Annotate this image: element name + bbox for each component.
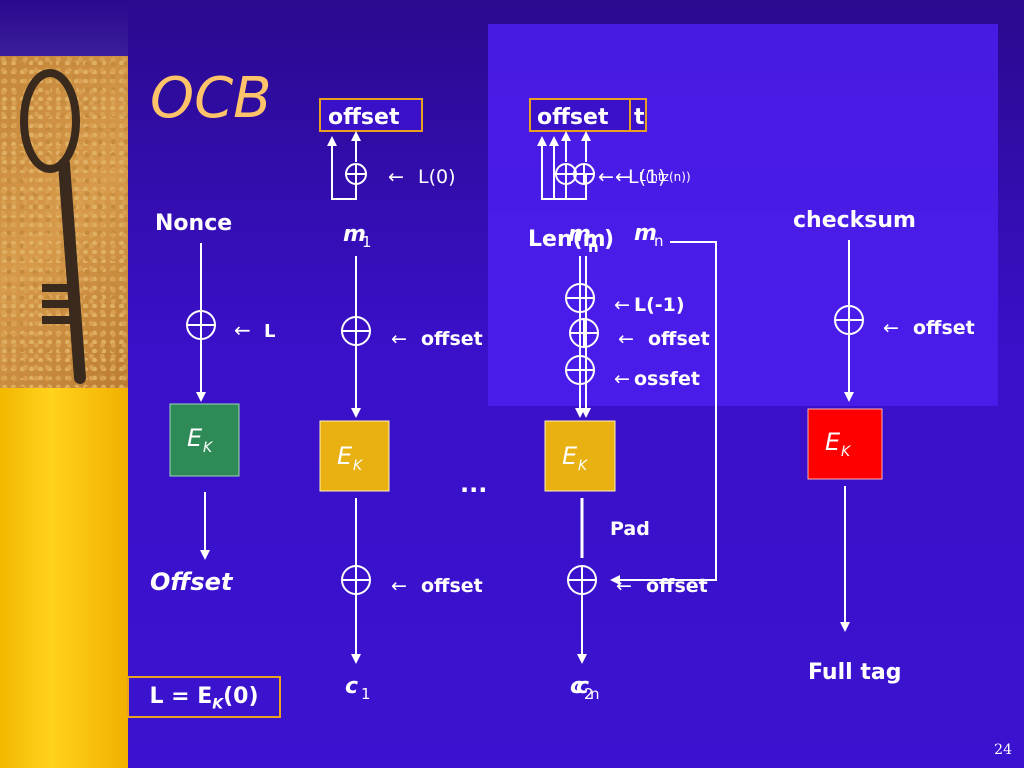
left-arrow-icon: ← xyxy=(598,166,614,188)
mn-subscript: n xyxy=(654,232,664,250)
key-icon xyxy=(20,69,86,384)
xor-icon xyxy=(567,565,597,595)
left-arrow-icon: ← xyxy=(618,328,634,350)
left-arrow-icon: ← xyxy=(883,317,899,339)
offset-register-label: offset xyxy=(537,105,609,130)
mask-in-label: offset xyxy=(421,328,483,350)
len-mn-subscript: n xyxy=(588,238,599,256)
mask-ossfet-label: ossfet xyxy=(634,368,700,390)
ek-block-green xyxy=(169,403,240,477)
formula-subscript: K xyxy=(212,696,224,713)
cn-subscript: n xyxy=(590,685,600,703)
mask-out-label: offset xyxy=(646,575,708,597)
nonce-label: Nonce xyxy=(155,211,232,236)
left-top-band xyxy=(0,0,128,56)
left-arrow-icon: ← xyxy=(388,166,404,188)
c1-label: c xyxy=(345,674,358,699)
xor-icon xyxy=(569,318,599,348)
ek-subscript: K xyxy=(203,440,214,456)
ek-label: E xyxy=(187,424,203,452)
full-tag-label: Full tag xyxy=(808,660,901,685)
offset-feedback-arrow xyxy=(549,136,587,200)
xor-icon xyxy=(565,283,595,313)
offset-feedback-arrow xyxy=(327,136,357,200)
left-arrow-icon: ← xyxy=(615,166,631,188)
mask-out-label: offset xyxy=(421,575,483,597)
slide-title: OCB xyxy=(150,66,272,131)
page-number: 24 xyxy=(994,742,1012,758)
ek-block-yellow xyxy=(319,420,390,492)
mask-l-minus-1: L(-1) xyxy=(634,294,685,316)
mask-offset-label: offset xyxy=(648,328,710,350)
xor-icon xyxy=(341,565,371,595)
c2-subscript: 2 xyxy=(584,685,594,703)
xor-icon xyxy=(573,163,595,185)
l-definition-box: L = EK(0) xyxy=(127,676,281,718)
len-mn-label: Len(m xyxy=(528,227,606,252)
ek-subscript: K xyxy=(841,444,852,460)
left-arrow-icon: ← xyxy=(391,575,407,597)
checksum-label: checksum xyxy=(793,208,916,233)
offset-register-ghost: t xyxy=(634,105,645,130)
m1-label: m xyxy=(343,222,366,247)
ek-label: E xyxy=(825,428,841,456)
left-arrow-icon: ← xyxy=(616,575,632,597)
mn-label: m xyxy=(634,221,657,246)
offset-register-2 xyxy=(529,98,647,132)
ek-block-red xyxy=(807,408,883,480)
m2-label: m xyxy=(568,222,591,247)
c2-label: c xyxy=(570,674,583,699)
xor-icon xyxy=(834,305,864,335)
pad-label: Pad xyxy=(610,518,650,540)
offset-output-label: Offset xyxy=(150,568,234,596)
ek-label: E xyxy=(337,442,353,470)
ek-block-yellow xyxy=(544,420,616,492)
c1-subscript: 1 xyxy=(361,685,371,703)
formula-prefix: L = E xyxy=(149,684,213,709)
init-mask-label-2: L(ntz(n)) xyxy=(639,170,691,184)
formula-suffix: (0) xyxy=(223,684,259,709)
key-photo xyxy=(0,56,128,388)
xor-icon xyxy=(345,163,367,185)
m2-subscript: 2 xyxy=(588,233,598,251)
xor-icon xyxy=(341,316,371,346)
offset-register-1 xyxy=(319,98,423,132)
xor-icon xyxy=(565,355,595,385)
mask-offset-label: offset xyxy=(913,317,975,339)
left-arrow-icon: ← xyxy=(391,328,407,350)
init-mask-label-1: L(1) xyxy=(628,166,666,188)
ek-subscript: K xyxy=(353,458,364,474)
ellipsis: ... xyxy=(460,470,487,498)
init-mask-label: L(0) xyxy=(418,166,456,188)
ek-subscript: K xyxy=(578,458,589,474)
left-arrow-icon: ← xyxy=(614,294,630,316)
ek-label: E xyxy=(562,442,578,470)
offset-register-label: offset xyxy=(328,105,400,130)
left-arrow-icon: ← xyxy=(614,368,630,390)
m1-subscript: 1 xyxy=(362,233,372,251)
len-mn-tail: ) xyxy=(604,227,614,252)
cn-label: c xyxy=(576,674,589,699)
xor-icon xyxy=(186,310,216,340)
mn-bypass-arrow xyxy=(610,241,717,585)
mask-l-label: L xyxy=(264,321,275,342)
left-arrow-icon: ← xyxy=(234,318,251,342)
